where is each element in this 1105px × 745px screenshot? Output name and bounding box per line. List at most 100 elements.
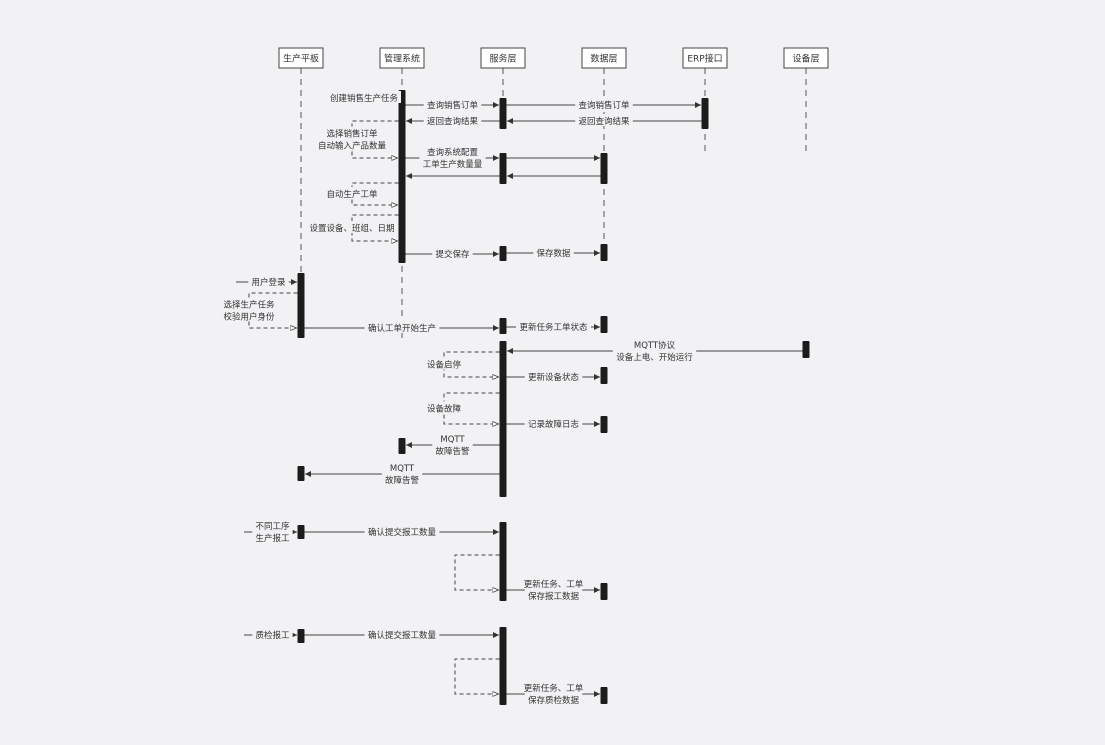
activation-bar-data: [600, 244, 608, 261]
message-label: 生产报工: [255, 533, 290, 544]
self-message-arrow: [454, 554, 500, 590]
message-14: 用户登录: [236, 275, 297, 288]
message-20: 更新设备状态: [506, 370, 600, 383]
message-label: 质检报工: [255, 630, 290, 641]
message-30: 确认提交报工数量: [304, 628, 499, 641]
message-label: 返回查询结果: [427, 116, 479, 127]
message-label: 设备故障: [427, 404, 462, 415]
message-label: 查询销售订单: [427, 100, 479, 111]
activation-bar-svc: [499, 341, 507, 497]
activation-bar-tablet: [297, 525, 305, 539]
message-label: 选择销售订单: [326, 129, 378, 140]
message-label: 记录故障日志: [528, 419, 580, 430]
activation-bar-data: [600, 316, 608, 333]
message-label: 设备启停: [427, 360, 462, 371]
message-label: 选择生产任务: [223, 300, 275, 311]
message-label: 故障告警: [435, 446, 470, 457]
message-label: MQTT协议: [634, 340, 676, 351]
self-message-arrow: [443, 351, 500, 377]
activation-bar-tablet: [297, 273, 305, 338]
activation-bar-svc: [499, 246, 507, 261]
message-label: 设置设备、班组、日期: [309, 223, 394, 234]
activation-bar-data: [600, 687, 608, 704]
message-1: 查询销售订单: [405, 98, 499, 111]
activation-bar-erp: [701, 98, 709, 129]
message-29: 质检报工: [244, 628, 297, 641]
message-label: 自动生产工单: [326, 189, 378, 200]
message-label: 确认工单开始生产: [368, 323, 436, 334]
message-label: 自动输入产品数量: [318, 141, 387, 152]
message-4: 返回查询结果: [406, 114, 500, 127]
message-26: 确认提交报工数量: [304, 525, 499, 538]
message-label: 校验用户身份: [223, 312, 275, 323]
message-label: 保存数据: [536, 248, 571, 259]
message-13: 保存数据: [506, 246, 600, 259]
svg-text:数据层: 数据层: [590, 53, 617, 65]
message-label: 故障告警: [385, 475, 420, 486]
svg-text:生产平板: 生产平板: [283, 53, 319, 65]
self-message-arrow: [454, 658, 500, 694]
message-16: 确认工单开始生产: [304, 321, 499, 334]
message-31: [454, 658, 500, 694]
activation-bar-mgmt: [398, 438, 406, 454]
message-3: 返回查询结果: [507, 114, 702, 127]
participant-svc[interactable]: 服务层: [480, 47, 526, 69]
message-label: 更新任务工单状态: [519, 322, 588, 333]
activation-bar-data: [600, 153, 608, 184]
message-27: [454, 554, 500, 590]
message-17: 更新任务工单状态: [506, 320, 600, 333]
participant-mgmt[interactable]: 管理系统: [379, 47, 425, 69]
activation-bar-mgmt: [398, 90, 406, 263]
message-label: 查询销售订单: [578, 100, 630, 111]
message-label: 确认提交报工数量: [368, 630, 437, 641]
participant-erp[interactable]: ERP接口: [682, 47, 728, 69]
message-label: 查询系统配置: [427, 147, 479, 158]
message-label: 工单生产数量量: [423, 159, 483, 170]
svg-text:ERP接口: ERP接口: [687, 53, 722, 65]
message-label: 确认提交报工数量: [368, 527, 437, 538]
message-label: 不同工序: [255, 521, 290, 532]
message-2: 查询销售订单: [506, 98, 701, 111]
svg-text:服务层: 服务层: [489, 53, 516, 65]
message-label: 更新任务、工单: [524, 579, 584, 590]
svg-text:设备层: 设备层: [792, 53, 819, 65]
activation-bar-svc: [499, 98, 507, 129]
activation-bar-tablet: [297, 629, 305, 643]
svg-text:管理系统: 管理系统: [384, 53, 420, 65]
message-label: 保存报工数据: [528, 591, 580, 602]
activation-bar-data: [600, 416, 608, 433]
message-19: 设备启停: [423, 351, 500, 377]
participant-tablet[interactable]: 生产平板: [278, 47, 324, 69]
message-12: 提交保存: [405, 247, 499, 260]
message-label: MQTT: [440, 435, 465, 445]
message-label: MQTT: [390, 464, 415, 474]
activation-bar-svc: [499, 522, 507, 601]
message-label: 用户登录: [251, 277, 286, 288]
message-label: 提交保存: [435, 249, 470, 260]
activation-bar-data: [600, 583, 608, 600]
message-22: 记录故障日志: [506, 417, 600, 430]
activation-bar-svc: [499, 318, 507, 334]
activation-bar-data: [600, 367, 608, 384]
message-label: 创建销售生产任务: [330, 93, 399, 104]
message-label: 更新任务、工单: [524, 683, 584, 694]
participant-data[interactable]: 数据层: [581, 47, 627, 69]
activation-bar-svc: [499, 153, 507, 184]
message-label: 设备上电、开始运行: [616, 352, 693, 363]
message-label: 返回查询结果: [578, 116, 630, 127]
participant-dev[interactable]: 设备层: [783, 47, 829, 69]
message-11: 设置设备、班组、日期: [306, 214, 399, 241]
activation-bar-svc: [499, 627, 507, 705]
message-21: 设备故障: [423, 392, 500, 424]
message-10: 自动生产工单: [323, 182, 399, 205]
